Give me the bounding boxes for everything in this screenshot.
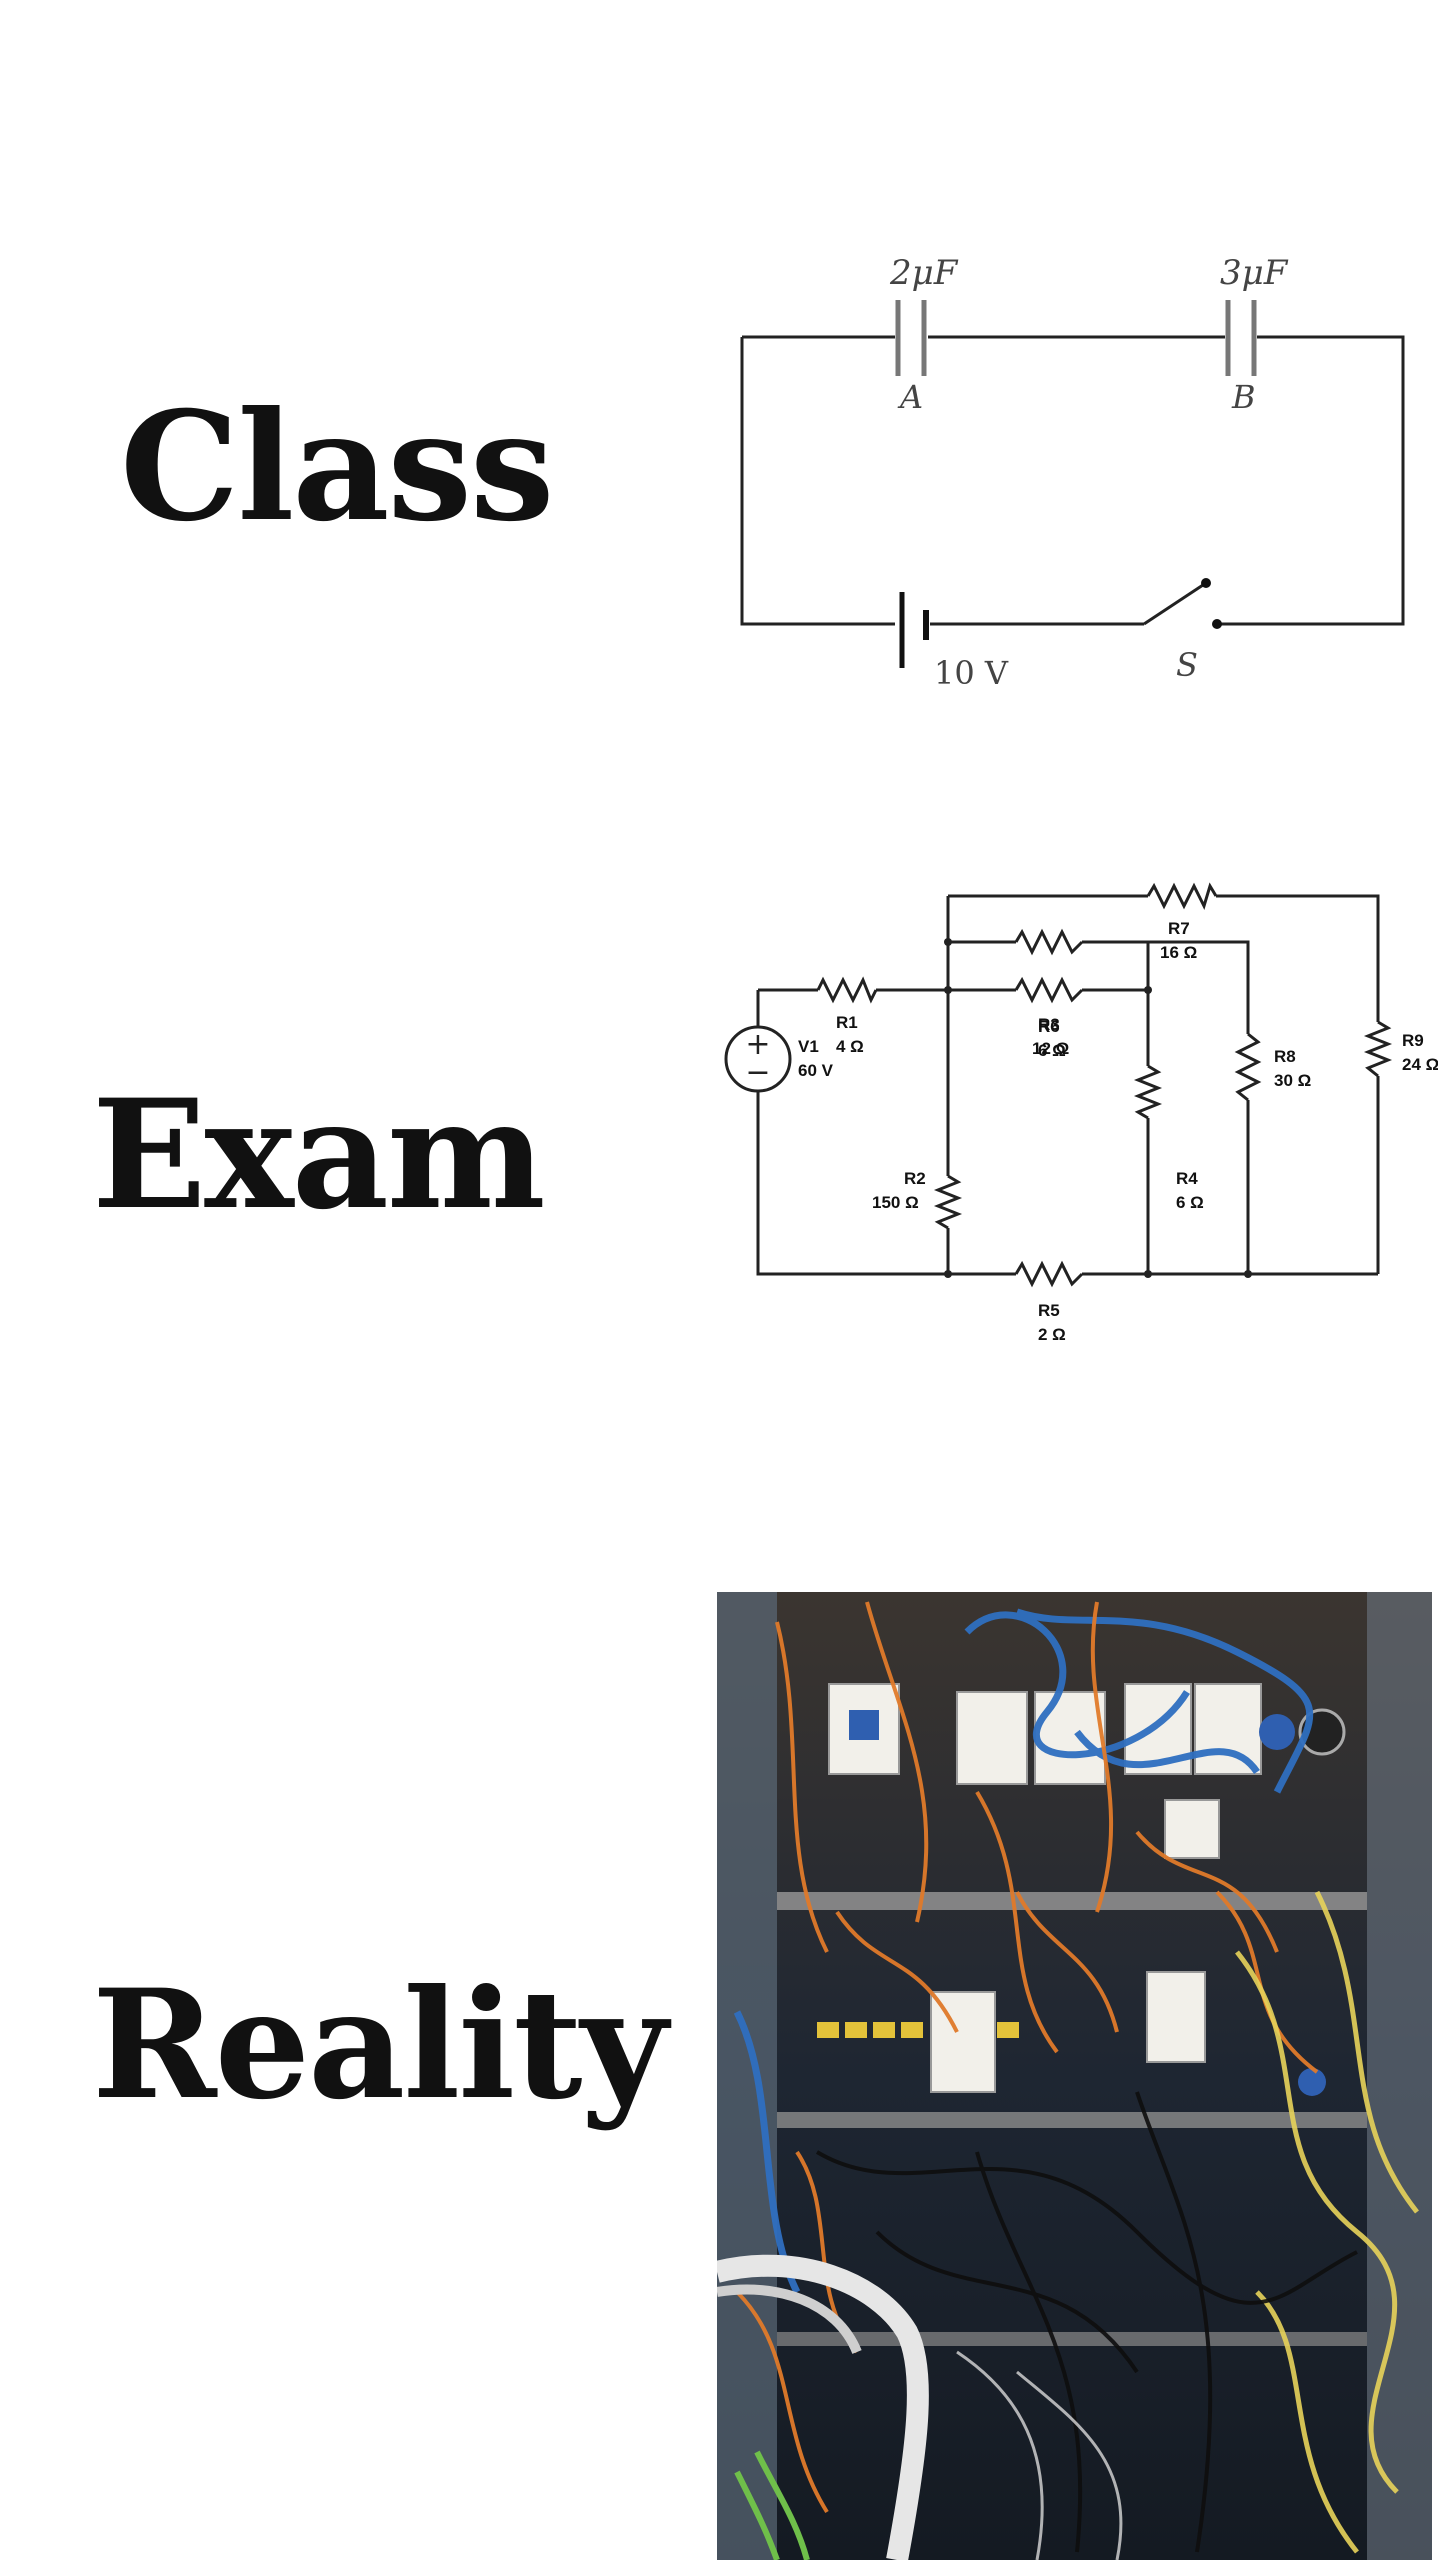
r8-value: 30 Ω bbox=[1274, 1071, 1311, 1090]
cap-b-value: 3μF bbox=[1220, 253, 1289, 293]
r8-name: R8 bbox=[1274, 1047, 1296, 1066]
r4-value: 6 Ω bbox=[1176, 1193, 1204, 1212]
label-exam: Exam bbox=[92, 1067, 546, 1243]
r8-zigzag bbox=[1234, 1032, 1262, 1102]
electrical-panel-photo bbox=[717, 1592, 1432, 2560]
junction-dots bbox=[944, 938, 1252, 1278]
r4-zigzag bbox=[1133, 1064, 1163, 1120]
class-circuit-diagram: 2μF A 3μF B 10 V S bbox=[740, 253, 1405, 692]
r1-zigzag bbox=[816, 976, 878, 1004]
switch-label: S bbox=[1176, 646, 1198, 684]
r9-name: R9 bbox=[1402, 1031, 1424, 1050]
r3-zigzag bbox=[1014, 976, 1084, 1004]
exam-circuit-diagram: + − V1 60 V R1 4 Ω R2 150 Ω R3 12 Ω R4 6… bbox=[724, 882, 1438, 1344]
r7-zigzag bbox=[1146, 882, 1218, 911]
capacitor-a bbox=[895, 300, 927, 376]
v1-value: 60 V bbox=[798, 1061, 834, 1080]
capacitor-b bbox=[1225, 300, 1257, 376]
r7-name: R7 bbox=[1168, 919, 1190, 938]
r6-zigzag bbox=[1014, 928, 1084, 956]
r3-value: 12 Ω bbox=[1032, 1039, 1069, 1058]
switch-symbol bbox=[1143, 578, 1222, 629]
label-reality: Reality bbox=[92, 1957, 668, 2133]
r2-zigzag bbox=[933, 1174, 963, 1230]
r2-name: R2 bbox=[904, 1169, 926, 1188]
r5-zigzag bbox=[1014, 1260, 1084, 1288]
r4-name: R4 bbox=[1176, 1169, 1198, 1188]
svg-text:−: − bbox=[745, 1055, 770, 1090]
r9-zigzag bbox=[1363, 1020, 1393, 1078]
battery-label: 10 V bbox=[934, 654, 1009, 692]
r2-value: 150 Ω bbox=[872, 1193, 919, 1212]
cap-a-name: A bbox=[897, 378, 923, 416]
r9-value: 24 Ω bbox=[1402, 1055, 1438, 1074]
r1-name: R1 bbox=[836, 1013, 858, 1032]
r6-name: R6 bbox=[1038, 1017, 1060, 1036]
svg-text:+: + bbox=[745, 1027, 770, 1062]
r1-value: 4 Ω bbox=[836, 1037, 864, 1056]
cap-a-value: 2μF bbox=[889, 253, 959, 293]
r6-value: 6 Ω bbox=[1038, 1041, 1066, 1060]
cap-b-name: B bbox=[1231, 378, 1256, 416]
battery-symbol bbox=[899, 592, 929, 668]
v1-name: V1 bbox=[798, 1037, 819, 1056]
r3-name: R3 bbox=[1038, 1015, 1060, 1034]
label-class: Class bbox=[120, 379, 554, 555]
voltage-source-symbol: + − bbox=[724, 1025, 792, 1093]
r5-value: 2 Ω bbox=[1038, 1325, 1066, 1344]
panel-illustration bbox=[717, 1592, 1432, 2560]
r5-name: R5 bbox=[1038, 1301, 1060, 1320]
r7-value: 16 Ω bbox=[1160, 943, 1197, 962]
